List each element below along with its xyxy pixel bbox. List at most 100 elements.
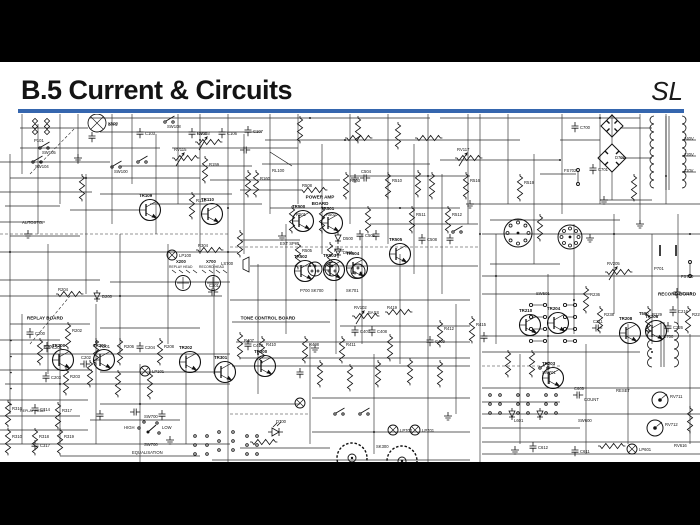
svg-text:RV115: RV115	[174, 147, 187, 152]
svg-text:R508: R508	[302, 183, 313, 188]
svg-text:RECORD BOARD: RECORD BOARD	[658, 292, 697, 297]
svg-text:EQUALISATION: EQUALISATION	[132, 450, 163, 455]
svg-text:LP700: LP700	[400, 428, 413, 433]
svg-text:R512: R512	[452, 212, 463, 217]
svg-text:C612: C612	[538, 445, 549, 450]
svg-text:POWER AMP: POWER AMP	[306, 195, 335, 200]
slide-title: B.5 Current & Circuits	[21, 75, 293, 105]
svg-text:R203: R203	[70, 374, 81, 379]
slide-logo-sl: SL	[651, 76, 683, 106]
svg-text:LP101: LP101	[152, 369, 165, 374]
svg-text:R160: R160	[260, 176, 271, 181]
svg-text:LS700: LS700	[221, 261, 234, 266]
svg-text:AUTOSTOP: AUTOSTOP	[22, 220, 45, 225]
svg-text:C216: C216	[678, 309, 689, 314]
svg-text:C408: C408	[377, 329, 388, 334]
svg-text:R415: R415	[476, 322, 487, 327]
svg-text:LP601: LP601	[639, 447, 652, 452]
svg-text:R501: R501	[296, 212, 307, 217]
svg-text:R411: R411	[346, 342, 356, 347]
title-underline-rule	[18, 109, 684, 113]
svg-text:D500: D500	[343, 236, 354, 241]
svg-text:R159: R159	[209, 162, 220, 167]
svg-text:TR300: TR300	[254, 349, 268, 354]
svg-text:T500: T500	[639, 311, 649, 316]
svg-text:R204: R204	[58, 287, 69, 292]
svg-text:RV711: RV711	[670, 394, 683, 399]
svg-text:110V: 110V	[684, 168, 694, 173]
svg-text:TR504: TR504	[346, 251, 360, 256]
svg-text:220V: 220V	[684, 152, 694, 157]
svg-text:TR502: TR502	[294, 254, 308, 259]
svg-text:LP100: LP100	[179, 253, 192, 258]
svg-text:COUNT: COUNT	[584, 397, 599, 402]
svg-text:L601: L601	[514, 418, 524, 423]
svg-text:P700 SK700: P700 SK700	[300, 288, 324, 293]
svg-text:D501: D501	[343, 250, 354, 255]
svg-text:R229: R229	[652, 312, 663, 317]
svg-text:RV205: RV205	[607, 261, 620, 266]
svg-text:R511: R511	[416, 212, 426, 217]
svg-text:BASS: BASS	[368, 310, 379, 315]
svg-text:R419: R419	[387, 305, 398, 310]
svg-text:240V: 240V	[684, 136, 694, 141]
svg-text:C211: C211	[593, 319, 603, 324]
svg-text:SW104: SW104	[35, 164, 49, 169]
svg-text:C508: C508	[427, 237, 438, 242]
svg-text:C202: C202	[81, 355, 92, 360]
svg-text:R510: R510	[392, 178, 403, 183]
svg-text:C410: C410	[253, 343, 264, 348]
svg-text:TR109: TR109	[139, 193, 153, 198]
svg-text:SW600: SW600	[578, 418, 592, 423]
svg-text:C317: C317	[40, 443, 51, 448]
svg-text:RECORD HEAD: RECORD HEAD	[199, 265, 225, 269]
svg-text:R228: R228	[692, 312, 700, 317]
svg-text:C605: C605	[574, 386, 585, 391]
svg-text:R412: R412	[444, 326, 455, 331]
svg-text:R202: R202	[72, 328, 83, 333]
svg-text:R319: R319	[64, 434, 75, 439]
svg-text:SW105: SW105	[42, 150, 56, 155]
svg-text:C203: C203	[51, 375, 62, 380]
svg-text:RL100: RL100	[272, 168, 285, 173]
svg-text:R407: R407	[244, 338, 255, 343]
svg-text:R316: R316	[12, 406, 23, 411]
svg-text:R200: R200	[44, 344, 55, 349]
svg-text:L700: L700	[664, 334, 674, 339]
svg-text:REPLAY HEAD: REPLAY HEAD	[169, 265, 193, 269]
svg-text:X500: X500	[108, 121, 118, 126]
svg-text:R310: R310	[12, 434, 23, 439]
svg-text:C200: C200	[35, 331, 46, 336]
svg-text:REPLAY HEAD: REPLAY HEAD	[20, 409, 45, 413]
svg-text:TR210: TR210	[519, 308, 533, 313]
svg-text:TR200: TR200	[52, 343, 66, 348]
svg-text:RV712: RV712	[665, 422, 678, 427]
svg-text:RV117: RV117	[457, 147, 470, 152]
svg-text:R304: R304	[198, 243, 209, 248]
svg-text:C409: C409	[435, 339, 446, 344]
svg-text:R503: R503	[350, 178, 361, 183]
svg-text:TR208: TR208	[619, 316, 633, 321]
svg-text:P701: P701	[654, 266, 664, 271]
top-letterbox-bar	[0, 0, 700, 62]
svg-text:R410: R410	[266, 342, 277, 347]
svg-text:R318: R318	[39, 434, 50, 439]
svg-text:C611: C611	[580, 449, 590, 454]
svg-text:TONE CONTROL BOARD: TONE CONTROL BOARD	[241, 316, 296, 321]
svg-text:R236: R236	[590, 292, 601, 297]
svg-text:TR505: TR505	[389, 237, 403, 242]
svg-text:R208: R208	[164, 344, 175, 349]
svg-text:SW108: SW108	[167, 124, 181, 129]
svg-text:R317: R317	[62, 408, 73, 413]
svg-text:C700: C700	[580, 125, 591, 130]
svg-text:R201: R201	[100, 344, 111, 349]
svg-text:SW100: SW100	[114, 169, 128, 174]
svg-text:RV102: RV102	[354, 305, 367, 310]
svg-text:TR501: TR501	[321, 206, 335, 211]
svg-text:BOARD: BOARD	[312, 201, 330, 206]
svg-text:R507: R507	[334, 248, 345, 253]
svg-text:D200: D200	[102, 294, 113, 299]
svg-text:C504: C504	[361, 169, 372, 174]
